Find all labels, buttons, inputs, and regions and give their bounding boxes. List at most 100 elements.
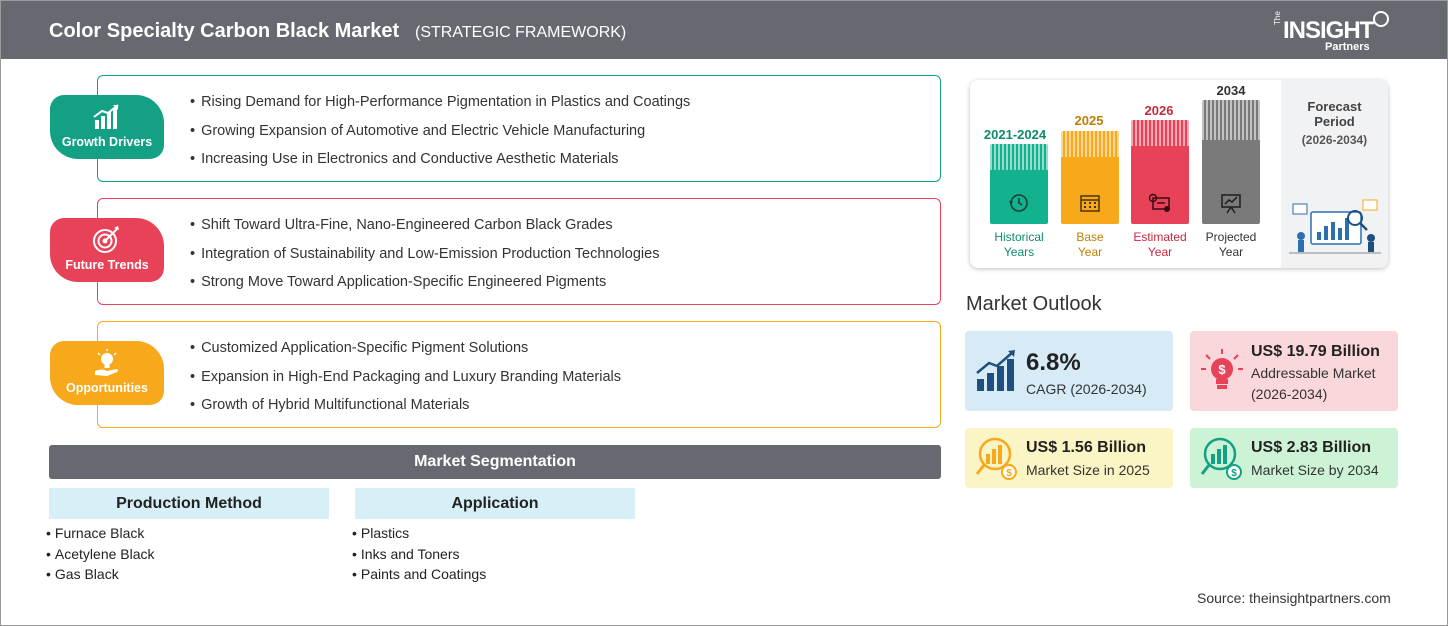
list-item: Growing Expansion of Automotive and Elec… (190, 123, 690, 152)
base-year-caption: Base Year (1050, 230, 1130, 260)
page-title: Color Specialty Carbon Black Market (49, 20, 400, 42)
addressable-market-value: US$ 19.79 Billion (1251, 343, 1380, 360)
list-item: Increasing Use in Electronics and Conduc… (190, 151, 690, 180)
cagr-label: CAGR (2026-2034) (1026, 381, 1147, 397)
growth-bars-icon (976, 350, 1015, 391)
cagr-value: 6.8% (1026, 349, 1081, 376)
calendar-icon (1080, 195, 1100, 212)
market-size-2034-label: Market Size by 2034 (1251, 462, 1379, 478)
list-item: Furnace Black (46, 525, 329, 546)
estimate-icon (1148, 193, 1170, 212)
segment-heading: Production Method (49, 488, 329, 519)
segment-list: Furnace Black Acetylene Black Gas Black (46, 525, 329, 587)
growth-drivers-tag: Growth Drivers (50, 95, 164, 159)
presentation-chart-icon (1221, 194, 1241, 214)
opportunities-tag: Opportunities (50, 341, 164, 405)
projected-year-caption: Projected Year (1191, 230, 1271, 260)
caption-line: Historical (994, 230, 1044, 244)
year-2025: 2025 (1074, 113, 1104, 128)
caption-line: Year (1077, 245, 1103, 259)
segment-production-method: Production Method Furnace Black Acetylen… (49, 488, 329, 587)
growth-drivers-label: Growth Drivers (61, 135, 153, 149)
caption-line: Year (1218, 245, 1244, 259)
opportunities-label: Opportunities (66, 381, 148, 395)
money-chart-icon: $ (975, 437, 1017, 480)
money-chart-icon: $ (1200, 437, 1242, 480)
logo-insight: INSIGHT (1283, 17, 1374, 44)
svg-text:$: $ (1231, 468, 1237, 479)
historical-bar (990, 144, 1048, 224)
forecast-line2: Period (1314, 114, 1355, 129)
caption-line: Year (1147, 245, 1173, 259)
forecast-panel: Forecast Period (2026-2034) (1281, 80, 1388, 268)
caption-line: Base (1076, 230, 1104, 244)
list-item: Customized Application-Specific Pigment … (190, 340, 621, 369)
list-item: Plastics (352, 525, 635, 546)
addressable-market-card: $ US$ 19.79 Billion Addressable Market (… (1190, 331, 1398, 411)
bar-stripes (1202, 100, 1260, 140)
market-size-2034-card: $ US$ 2.83 Billion Market Size by 2034 (1190, 428, 1398, 488)
list-item: Shift Toward Ultra-Fine, Nano-Engineered… (190, 217, 659, 246)
list-item: Inks and Toners (352, 546, 635, 567)
header-bar: Color Specialty Carbon Black Market (STR… (1, 1, 1447, 59)
caption-line: Years (1003, 245, 1035, 259)
growth-drivers-list: Rising Demand for High-Performance Pigme… (190, 94, 690, 180)
list-item: Acetylene Black (46, 546, 329, 567)
forecast-range: (2026-2034) (1301, 133, 1368, 147)
page-subtitle: (STRATEGIC FRAMEWORK) (415, 24, 627, 41)
svg-text:$: $ (1006, 468, 1012, 479)
bar-stripes (990, 144, 1048, 170)
segment-application: Application Plastics Inks and Toners Pai… (355, 488, 635, 587)
logo-ring-icon (1373, 11, 1389, 27)
forecast-line1: Forecast (1307, 99, 1362, 114)
opportunities-block: Customized Application-Specific Pigment … (97, 321, 941, 428)
target-icon (93, 226, 119, 253)
logo-the: The (1273, 11, 1282, 25)
list-item: Expansion in High-End Packaging and Luxu… (190, 369, 621, 398)
list-item: Rising Demand for High-Performance Pigme… (190, 94, 690, 123)
svg-text:$: $ (1218, 362, 1226, 377)
bar-stripes (1061, 131, 1119, 157)
estimated-year-caption: Estimated Year (1120, 230, 1200, 260)
addressable-market-label: Addressable Market (1251, 365, 1376, 381)
list-item: Integration of Sustainability and Low-Em… (190, 246, 659, 275)
future-trends-label: Future Trends (65, 258, 149, 272)
projected-year-bar (1202, 100, 1260, 224)
growth-drivers-block: Rising Demand for High-Performance Pigme… (97, 75, 941, 182)
list-item: Strong Move Toward Application-Specific … (190, 274, 659, 303)
logo-partners: Partners (1325, 41, 1370, 53)
market-outlook-title: Market Outlook (966, 293, 1102, 315)
market-size-2025-card: $ US$ 1.56 Billion Market Size in 2025 (965, 428, 1173, 488)
year-2021-2024: 2021-2024 (983, 127, 1047, 142)
lightbulb-hand-icon (95, 349, 118, 376)
base-year-bar (1061, 131, 1119, 224)
market-size-2025-label: Market Size in 2025 (1026, 462, 1150, 478)
source-credit: Source: theinsightpartners.com (1197, 590, 1391, 606)
bar-chart-growth-icon (93, 104, 119, 129)
forecast-analytics-icon (1289, 199, 1381, 254)
list-item: Growth of Hybrid Multifunctional Materia… (190, 397, 621, 426)
future-trends-tag: Future Trends (50, 218, 164, 282)
market-segmentation-bar: Market Segmentation (49, 445, 941, 479)
list-item: Paints and Coatings (352, 566, 635, 587)
segment-list: Plastics Inks and Toners Paints and Coat… (352, 525, 635, 587)
market-size-2025-value: US$ 1.56 Billion (1026, 439, 1147, 456)
estimated-year-bar (1131, 120, 1189, 224)
year-2034: 2034 (1216, 83, 1246, 98)
caption-line: Estimated (1133, 230, 1187, 244)
history-icon (1009, 194, 1028, 212)
list-item: Gas Black (46, 566, 329, 587)
bar-stripes (1131, 120, 1189, 146)
cagr-card: 6.8% CAGR (2026-2034) (965, 331, 1173, 411)
market-size-2034-value: US$ 2.83 Billion (1251, 439, 1372, 456)
historical-caption: Historical Years (979, 230, 1059, 260)
future-trends-list: Shift Toward Ultra-Fine, Nano-Engineered… (190, 217, 659, 303)
year-2026: 2026 (1144, 103, 1174, 118)
addressable-market-period: (2026-2034) (1251, 386, 1328, 402)
caption-line: Projected (1205, 230, 1257, 244)
future-trends-block: Shift Toward Ultra-Fine, Nano-Engineered… (97, 198, 941, 305)
opportunities-list: Customized Application-Specific Pigment … (190, 340, 621, 426)
insight-partners-logo: The INSIGHT Partners (1273, 11, 1393, 55)
idea-bulb-icon: $ (1201, 349, 1243, 389)
segment-heading: Application (355, 488, 635, 519)
